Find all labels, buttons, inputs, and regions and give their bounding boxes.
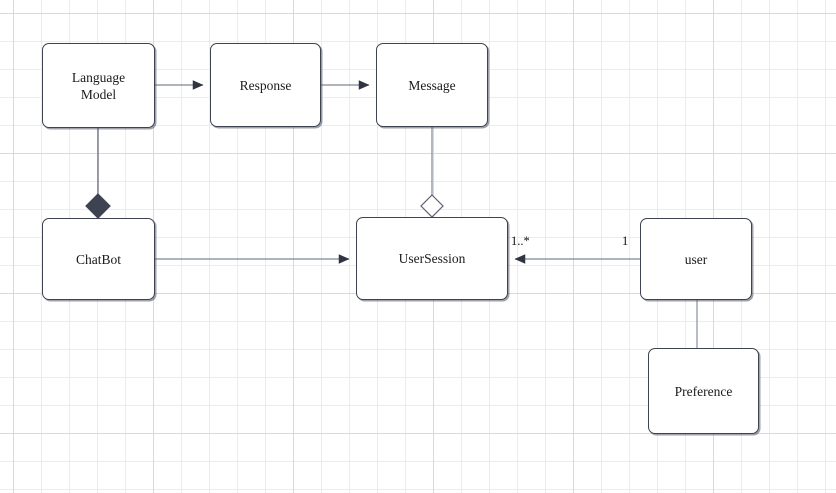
node-label-chatbot: ChatBot xyxy=(75,251,121,267)
node-chatbot[interactable]: ChatBot xyxy=(42,218,155,300)
node-usersession[interactable]: UserSession xyxy=(356,217,508,300)
node-user[interactable]: user xyxy=(640,218,752,300)
node-label-preference: Preference xyxy=(674,383,733,399)
node-label-usersession: UserSession xyxy=(398,251,466,266)
node-label-language-model: Language Model xyxy=(71,69,126,102)
node-label-user: user xyxy=(684,251,708,267)
node-label-response: Response xyxy=(239,77,292,93)
edge-language-model-chatbot xyxy=(85,128,111,219)
hollow-diamond-icon xyxy=(420,194,444,218)
node-response[interactable]: Response xyxy=(210,43,321,127)
filled-diamond-icon xyxy=(85,193,111,219)
edge-message-usersession xyxy=(420,127,444,218)
node-message[interactable]: Message xyxy=(376,43,488,127)
node-language-model[interactable]: Language Model xyxy=(42,43,155,128)
multiplicity-label-usersession-end: 1..* xyxy=(511,234,530,248)
multiplicity-label-user-end: 1 xyxy=(622,234,629,248)
node-label-message: Message xyxy=(408,77,456,93)
node-preference[interactable]: Preference xyxy=(648,348,759,434)
